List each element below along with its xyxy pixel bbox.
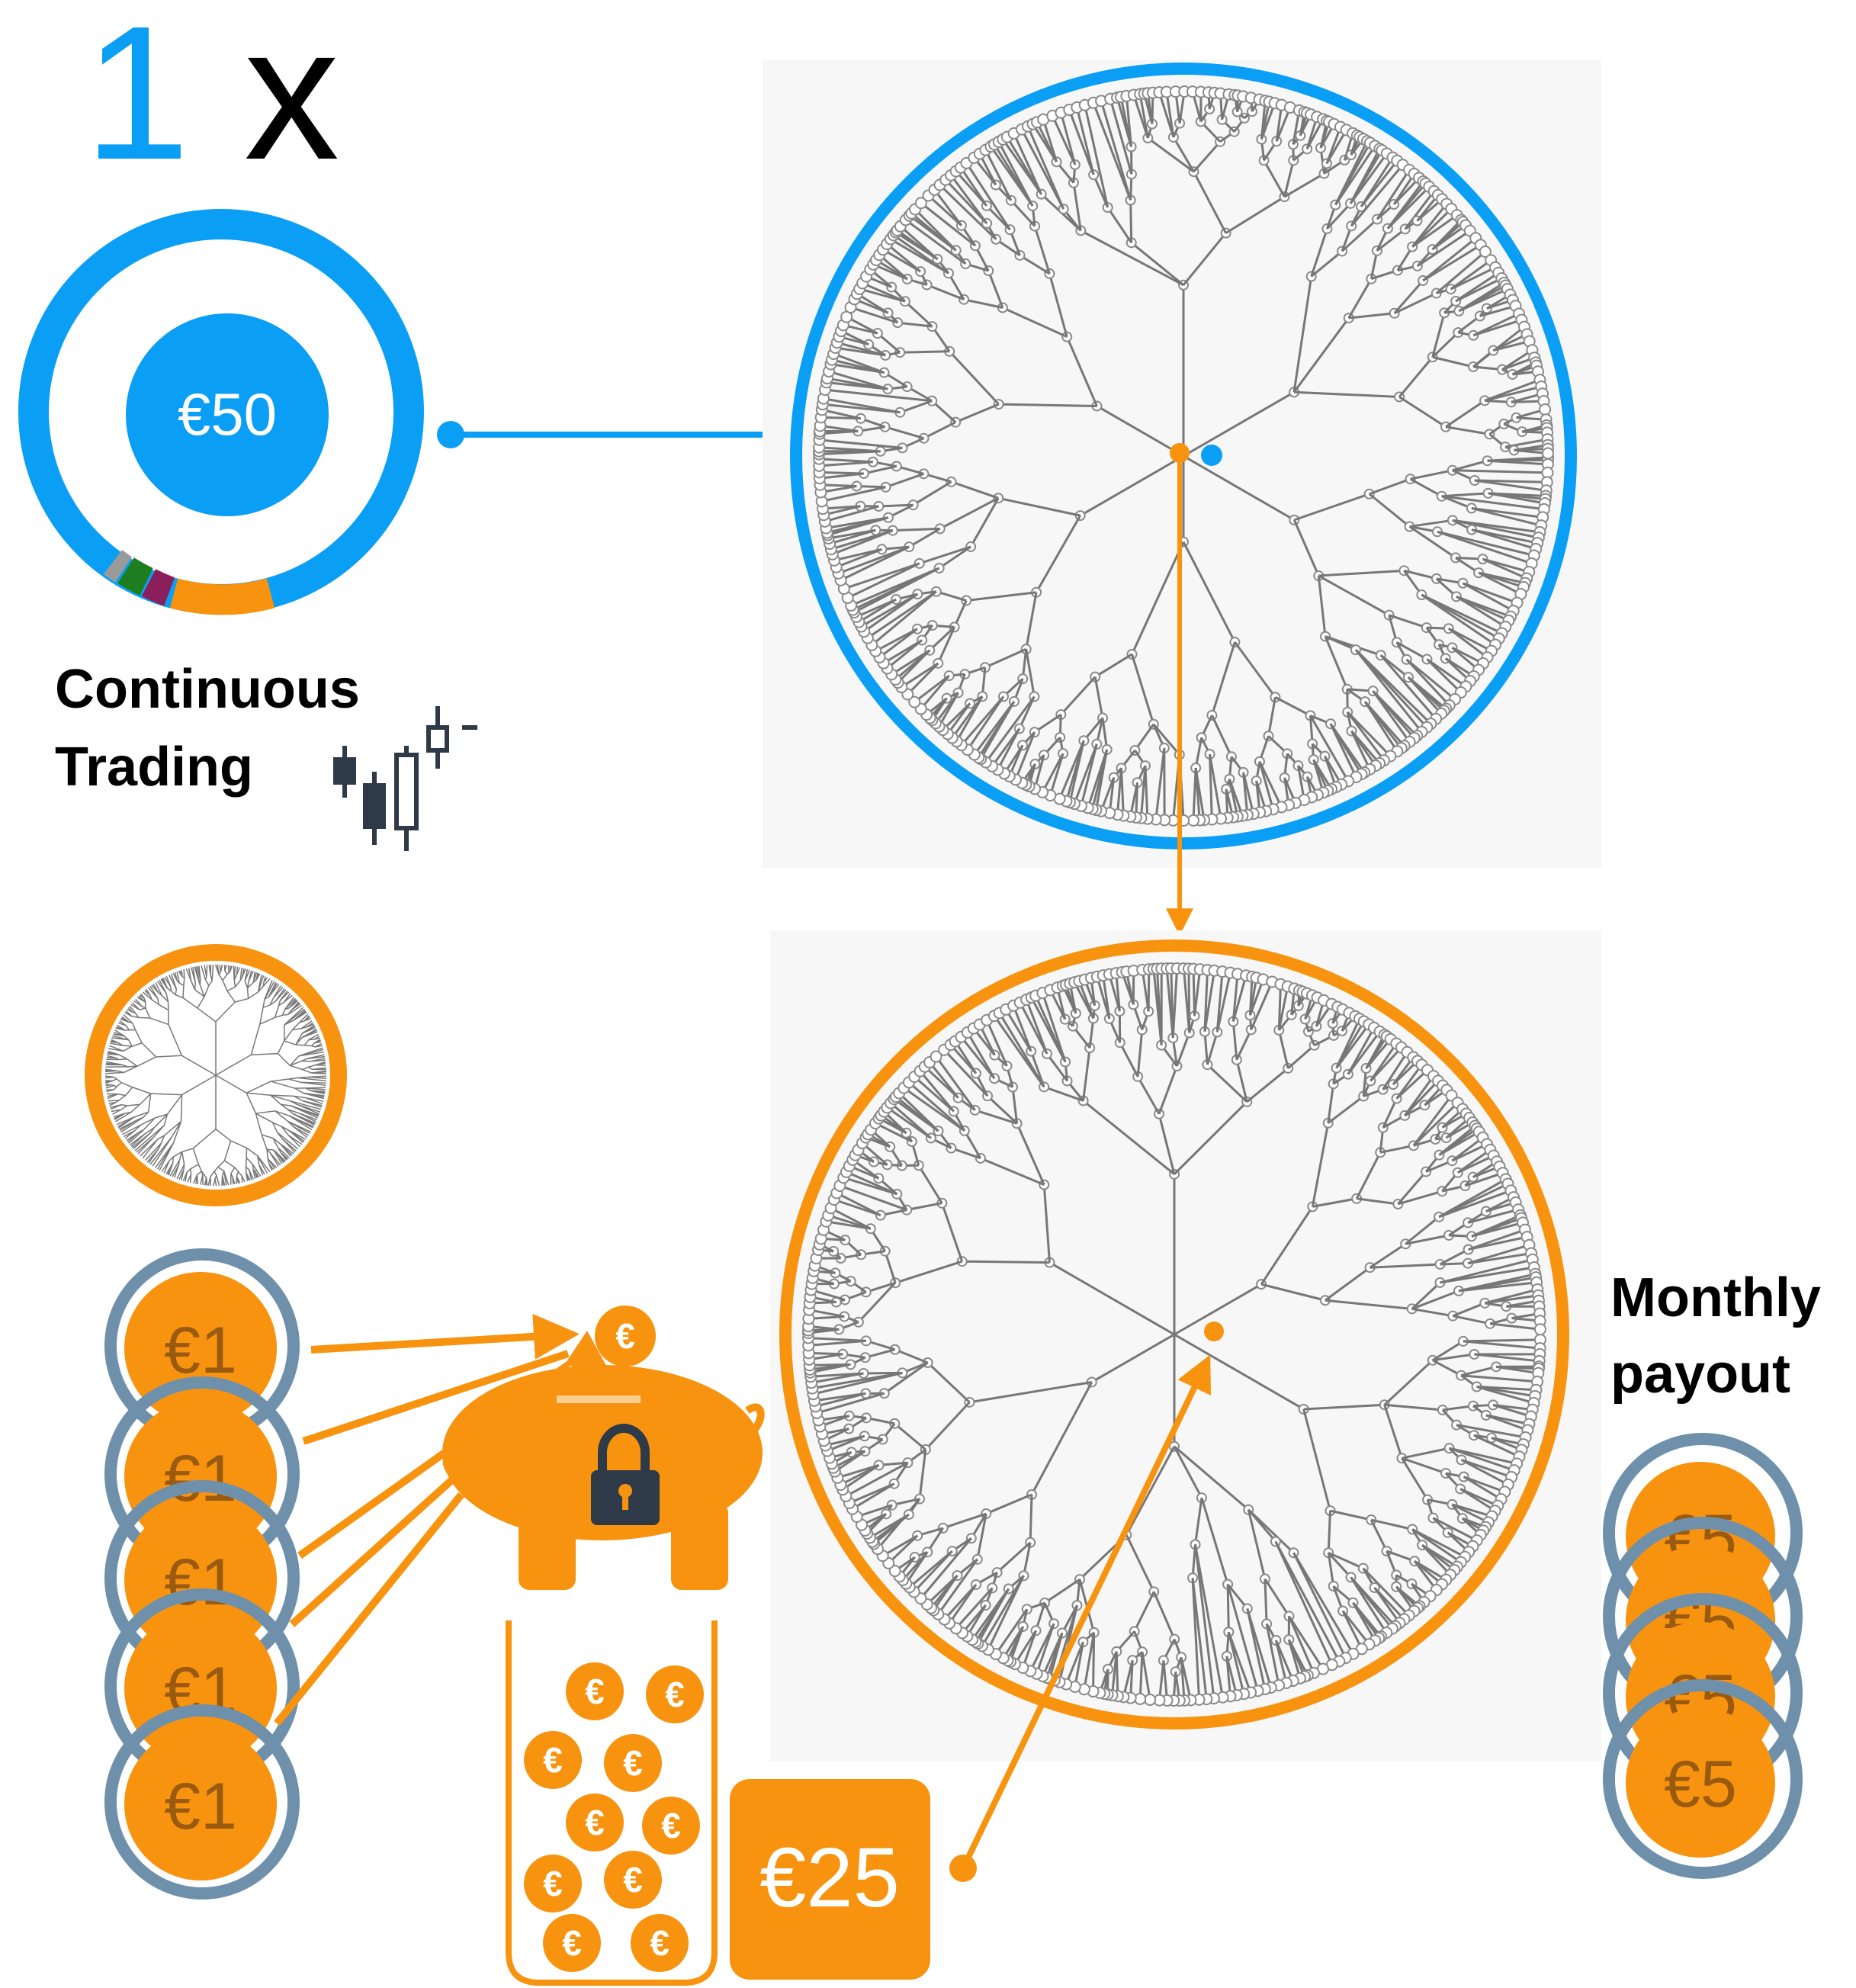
coin-in-5: €1: [104, 1704, 300, 1900]
pool-amount: €25: [759, 1831, 900, 1925]
payout-label-line1: Monthly: [1610, 1267, 1821, 1328]
jar-coin: [524, 1731, 582, 1789]
coin-in-2-label: €1: [164, 1442, 237, 1515]
multiplier-x: x: [244, 0, 339, 199]
jar-coin-label: €: [543, 1864, 563, 1903]
piggy-coin-label: €: [615, 1316, 635, 1356]
jar-coin-label: €: [585, 1672, 605, 1711]
jar-coin-label: €: [543, 1740, 563, 1780]
jar-coin-label: €: [661, 1806, 681, 1845]
bottom-tree-ring: [779, 939, 1569, 1729]
multiplier-count: 1: [84, 0, 190, 199]
jar-coin: [604, 1851, 662, 1909]
coin-out-4-label: €5: [1664, 1748, 1737, 1821]
jar-coin: [566, 1662, 624, 1720]
wallet-ring: [18, 209, 424, 615]
jar-coin: [646, 1665, 704, 1723]
trading-label-line1: Continuous: [55, 659, 360, 720]
top-tree: [813, 85, 1554, 827]
coin-in-3-label: €1: [164, 1546, 237, 1619]
lock-icon: [591, 1424, 660, 1525]
coin-jar: [506, 1620, 718, 1986]
payout-label-line2: payout: [1610, 1344, 1790, 1405]
bottom-tree: [802, 962, 1546, 1707]
jar-coins: €€€€€€€€€€: [524, 1662, 704, 1972]
jar-coin: [642, 1797, 700, 1855]
coins-in-stack: €1 €1 €1 €1 €1: [104, 1248, 300, 1900]
tree-thumbnail: [85, 944, 347, 1206]
trading-label-line2: Trading: [55, 737, 253, 798]
jar-coin-label: €: [562, 1923, 582, 1963]
pool-box: €25: [730, 1779, 930, 1980]
jar-coin: [524, 1855, 582, 1913]
coin-in-1-label: €1: [164, 1314, 237, 1387]
jar-coin-label: €: [585, 1803, 605, 1842]
wallet-amount: €50: [178, 381, 277, 448]
jar-coin: [566, 1794, 624, 1852]
jar-coin-label: €: [623, 1860, 643, 1900]
jar-coin-label: €: [650, 1923, 670, 1963]
bottom-tree-root-dot: [1204, 1322, 1224, 1341]
jar-coin: [631, 1914, 689, 1972]
pool-to-tree-arrow: [949, 1354, 1211, 1882]
tree-link-arrow: [1166, 443, 1193, 936]
jar-coin-label: €: [665, 1675, 685, 1714]
top-tree-root-dot: [1201, 445, 1222, 466]
top-tree-ring: [790, 63, 1577, 849]
jar-coin: [604, 1734, 662, 1792]
coin-in-5-label: €1: [164, 1770, 237, 1843]
jar-coin: [543, 1914, 601, 1972]
piggy-bank-icon: €: [442, 1306, 765, 1590]
coins-out-stack: €5 €5 €5 €5: [1603, 1433, 1803, 1879]
coin-out-4: €5: [1603, 1679, 1803, 1879]
jar-coin-label: €: [623, 1743, 643, 1783]
candlestick-icon: [333, 706, 477, 851]
